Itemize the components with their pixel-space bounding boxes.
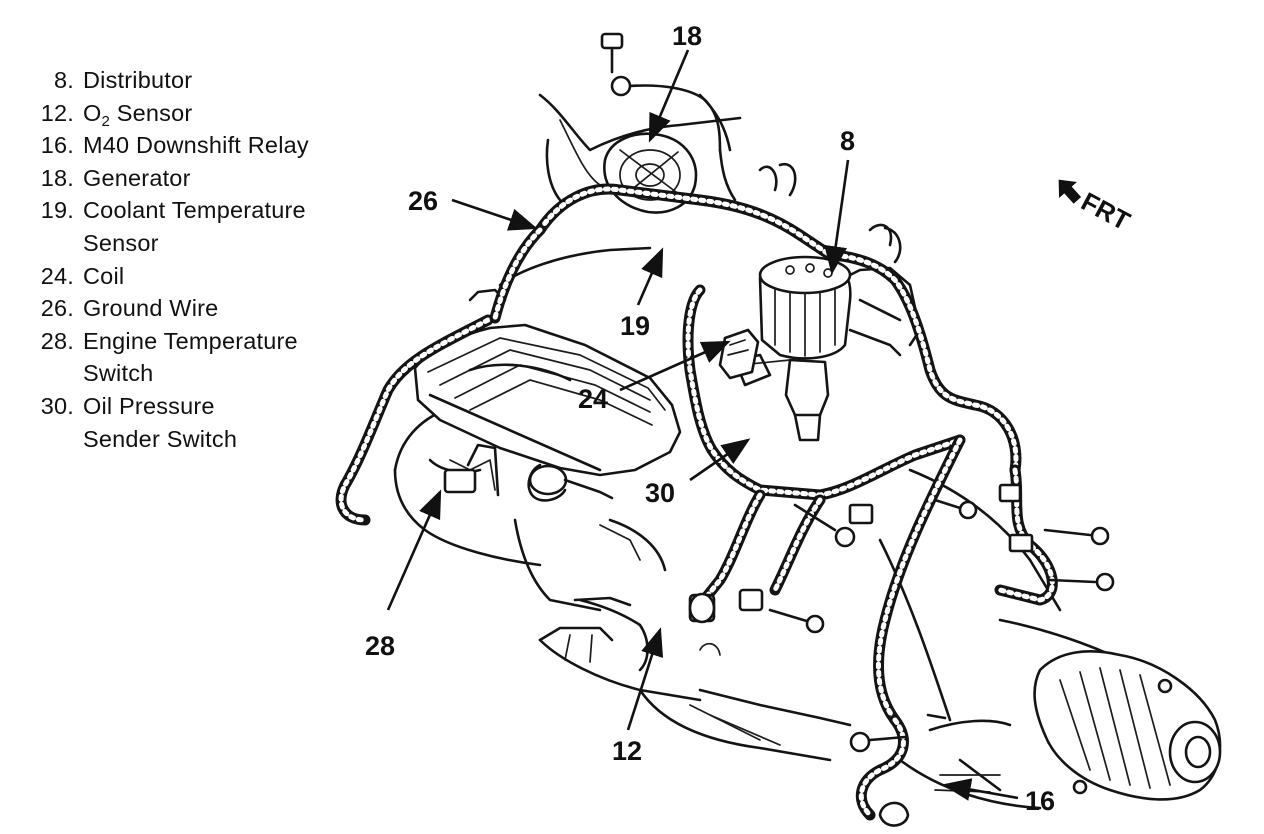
legend-item-distributor: 8.Distributor — [54, 67, 193, 93]
callouts: 18 8 26 19 24 30 28 12 16 — [365, 21, 1055, 816]
front-direction-marker: FRT — [1058, 179, 1135, 236]
connectors — [443, 443, 1034, 827]
leader-24 — [619, 340, 731, 392]
legend-item-oil-pressure-switch-cont: Sender Switch — [83, 425, 238, 452]
bolts — [768, 498, 1115, 753]
leader-26 — [451, 198, 538, 231]
leader-28 — [386, 489, 442, 611]
callout-24: 24 — [578, 384, 608, 414]
engine-block — [393, 93, 922, 762]
callout-30: 30 — [645, 478, 675, 508]
callout-12: 12 — [612, 736, 642, 766]
wiring-harness — [335, 162, 1058, 821]
callout-28: 28 — [365, 631, 395, 661]
legend-item-downshift-relay: 16.M40 Downshift Relay — [40, 132, 309, 159]
ground-wire-top — [600, 32, 737, 202]
callout-16: 16 — [1025, 786, 1055, 816]
front-label: FRT — [1076, 186, 1135, 236]
legend-item-engine-temp-switch: 28.Engine Temperature — [40, 327, 298, 354]
callout-19: 19 — [620, 311, 650, 341]
front-arrow-icon — [1058, 179, 1082, 204]
legend-item-coolant-temp-sensor: 19.Coolant Temperature — [40, 197, 306, 224]
callout-26: 26 — [408, 186, 438, 216]
leader-30 — [689, 438, 751, 482]
transmission — [878, 468, 1222, 810]
parts-legend: 8.Distributor 12.O2 Sensor 16.M40 Downsh… — [22, 64, 352, 455]
leader-18 — [648, 49, 690, 143]
callout-18: 18 — [672, 21, 702, 51]
leader-16 — [942, 778, 1019, 801]
legend-item-engine-temp-switch-cont: Switch — [83, 360, 154, 387]
legend-item-o2-sensor: 12.O2 Sensor — [40, 99, 193, 130]
leader-12 — [626, 627, 664, 731]
legend-item-coolant-temp-sensor-cont: Sensor — [83, 229, 159, 256]
valve-cover — [413, 323, 682, 502]
legend-item-ground-wire: 26.Ground Wire — [40, 295, 219, 322]
callout-leaders — [386, 49, 1019, 801]
leader-8 — [824, 159, 850, 275]
leader-19 — [636, 247, 664, 306]
legend-item-oil-pressure-switch: 30.Oil Pressure — [40, 392, 215, 419]
legend-item-coil: 24.Coil — [40, 262, 125, 289]
legend-item-generator: 18.Generator — [40, 164, 191, 191]
callout-8: 8 — [840, 126, 855, 156]
coil — [718, 328, 760, 380]
